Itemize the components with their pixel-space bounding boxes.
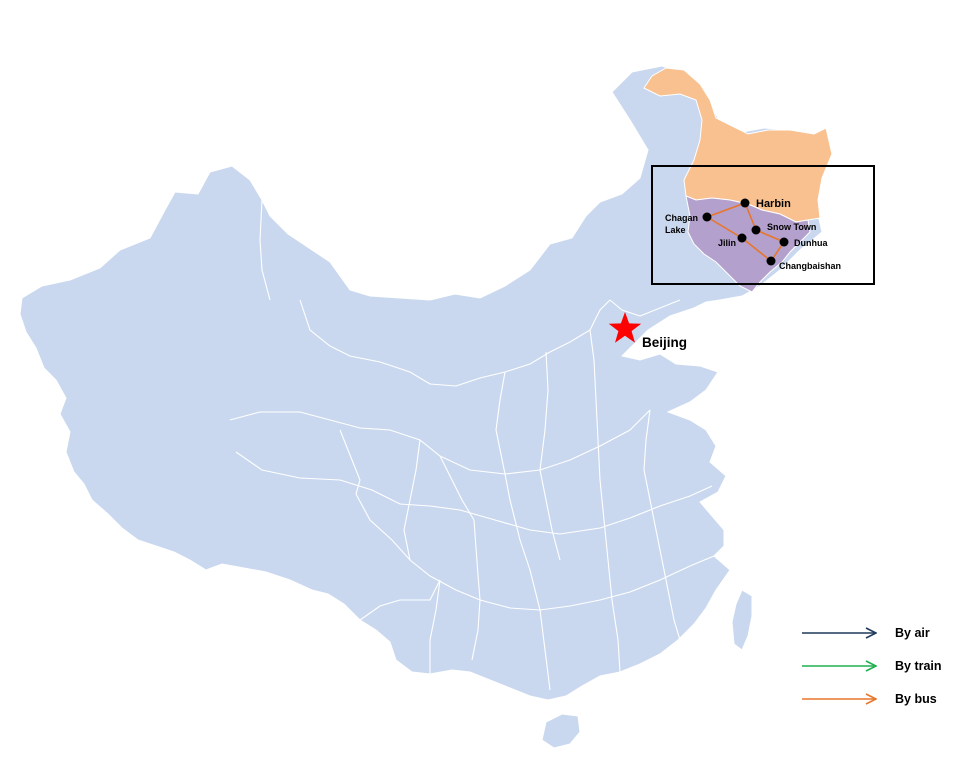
changbaishan-dot	[766, 256, 776, 266]
heilongjiang-province	[643, 67, 833, 223]
snow-town-label: Snow Town	[767, 222, 816, 232]
snow-town-dot	[751, 225, 761, 235]
route-harbin-chagan	[706, 202, 746, 218]
beijing-star-icon	[608, 312, 642, 343]
route-jilin-changbaishan	[741, 237, 772, 262]
china-mainland	[19, 65, 833, 701]
hainan	[541, 713, 581, 749]
legend: By air By train By bus	[802, 626, 942, 706]
province-borders	[229, 199, 715, 691]
changbaishan-label: Changbaishan	[779, 261, 841, 271]
dunhua-dot	[779, 237, 789, 247]
bus-routes	[706, 202, 785, 262]
dunhua-label: Dunhua	[794, 238, 828, 248]
route-harbin-snowtown	[744, 202, 757, 231]
legend-train-label: By train	[895, 659, 942, 673]
jilin-dot	[737, 233, 747, 243]
taiwan	[731, 589, 753, 651]
chagan-lake-dot	[702, 212, 712, 222]
chagan-lake-label-line1: Chagan	[665, 213, 698, 223]
beijing-label: Beijing	[642, 335, 687, 350]
northeast-highlight-box	[651, 165, 875, 285]
chagan-lake-label-line2: Lake	[665, 225, 686, 235]
legend-air-label: By air	[895, 626, 930, 640]
harbin-label: Harbin	[756, 198, 791, 210]
legend-bus-label: By bus	[895, 692, 937, 706]
route-snowtown-dunhua	[755, 229, 785, 243]
jilin-label: Jilin	[718, 238, 736, 248]
route-chagan-jilin	[706, 216, 743, 239]
city-dots	[702, 198, 789, 266]
harbin-dot	[740, 198, 750, 208]
